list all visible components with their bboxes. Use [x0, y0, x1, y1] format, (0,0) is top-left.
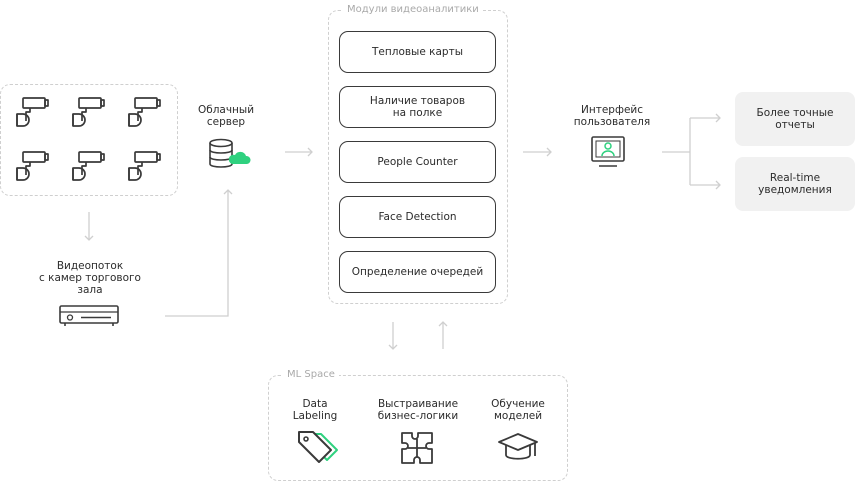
cloud-server-label: Облачный сервер — [197, 104, 255, 128]
cctv-camera-icon — [72, 151, 105, 181]
cameras-group — [0, 84, 178, 196]
cctv-camera-icon — [16, 97, 49, 127]
graduation-cap-icon — [498, 433, 538, 460]
module-heatmaps[interactable]: Тепловые карты — [339, 31, 496, 73]
cctv-camera-icon — [128, 97, 161, 127]
cloud-database-icon — [209, 138, 251, 168]
cctv-camera-icon — [16, 151, 49, 181]
cctv-camera-icon — [72, 97, 105, 127]
puzzle-icon — [401, 432, 433, 464]
module-queue-detection[interactable]: Определение очередей — [339, 251, 496, 293]
dvr-recorder-icon — [59, 305, 119, 326]
cctv-camera-icon — [128, 151, 161, 181]
module-people-counter[interactable]: People Counter — [339, 141, 496, 183]
monitor-user-icon — [591, 136, 625, 167]
modules-group-title: Модули видеоаналитики — [343, 3, 483, 17]
ml-item-data-labeling: Data Labeling — [292, 398, 338, 422]
ml-item-model-training: Обучение моделей — [491, 398, 545, 422]
ml-item-business-logic: Выстраивание бизнес-логики — [377, 398, 459, 422]
user-interface-label: Интерфейс пользователя — [573, 104, 651, 128]
module-face-detection[interactable]: Face Detection — [339, 196, 496, 238]
ml-space-title: ML Space — [283, 368, 339, 382]
tags-icon — [298, 431, 338, 463]
video-stream-label: Видеопоток с камер торгового зала — [39, 260, 141, 296]
modules-group: Модули видеоаналитики Тепловые карты Нал… — [328, 3, 508, 304]
